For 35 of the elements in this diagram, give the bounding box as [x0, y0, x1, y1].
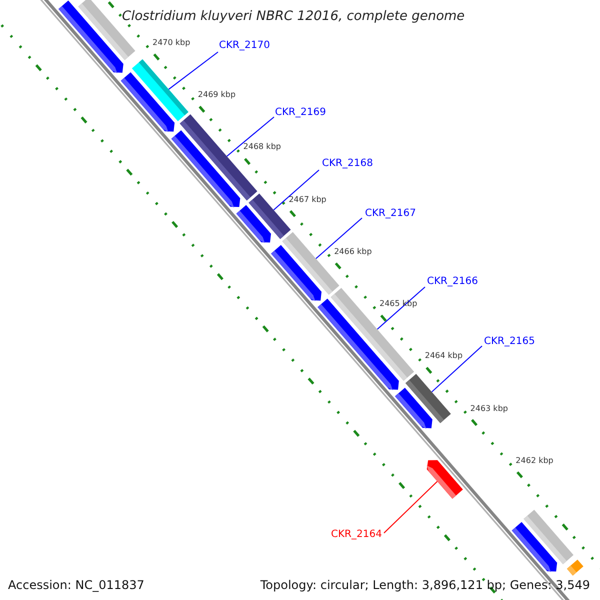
- gene-block: [120, 72, 175, 132]
- gene-block: [171, 130, 240, 208]
- gene-block: [58, 0, 124, 74]
- leader-line: [431, 346, 482, 392]
- gene-block: [236, 205, 271, 243]
- genome-summary-text: Topology: circular; Length: 3,896,121 bp; Genes: 3,549: [260, 578, 590, 592]
- gene-block: [318, 298, 399, 390]
- scale-label: 2469 kbp: [198, 90, 236, 100]
- gene-label: CKR_2166: [427, 276, 478, 287]
- title: Clostridium kluyveri NBRC 12016, complete genome: [122, 9, 465, 24]
- gene-block: [395, 388, 432, 429]
- gene-label: CKR_2169: [275, 107, 326, 118]
- leader-line: [168, 52, 218, 90]
- gene-bar: [566, 560, 584, 576]
- leader-line: [315, 218, 362, 260]
- leader-line: [226, 116, 274, 157]
- scale-label: 2463 kbp: [470, 404, 508, 413]
- gene-label: CKR_2167: [365, 208, 416, 219]
- leader-line: [273, 170, 320, 211]
- leader-line: [384, 480, 438, 534]
- gene-bar: [524, 510, 574, 564]
- scale-label: 2468 kbp: [243, 142, 281, 152]
- scale-label: 2470 kbp: [152, 38, 190, 47]
- gene-label: CKR_2165: [484, 336, 535, 347]
- gene-block: [426, 460, 463, 499]
- leader-line: [376, 286, 426, 330]
- scale-label: 2467 kbp: [288, 194, 326, 204]
- scale-label: 2464 kbp: [424, 351, 463, 360]
- scale-label: 2462 kbp: [516, 456, 554, 465]
- scale-label: 2466 kbp: [334, 246, 372, 256]
- gene-label: CKR_2168: [322, 158, 373, 169]
- gene-label: CKR_2164: [331, 529, 382, 540]
- gene-block: [271, 245, 322, 302]
- accession-text: Accession: NC_011837: [8, 578, 144, 592]
- gene-label: CKR_2170: [219, 40, 270, 51]
